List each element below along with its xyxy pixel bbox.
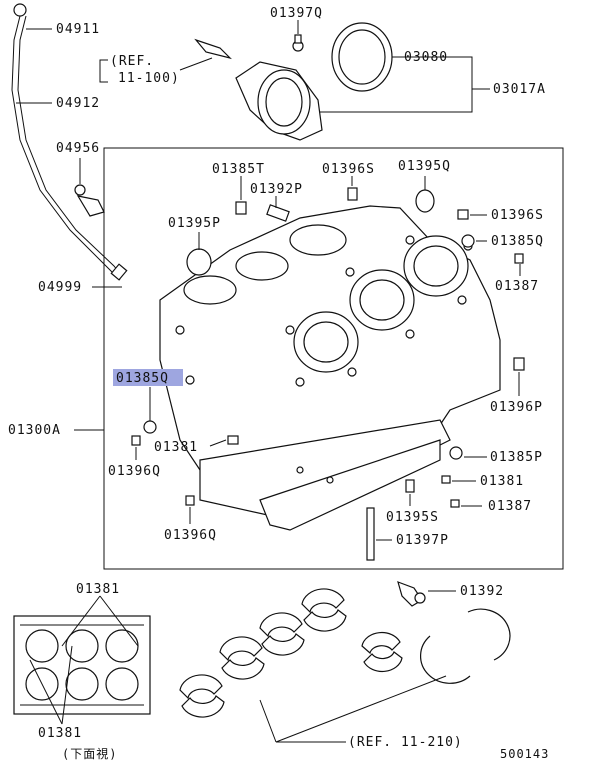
block-bottom-view xyxy=(13,615,151,715)
label-01300a[interactable]: 01300A xyxy=(8,423,61,438)
label-01396s-b[interactable]: 01396S xyxy=(491,208,544,223)
diagram-code: 500143 xyxy=(500,747,549,761)
block-small-parts xyxy=(131,187,525,561)
label-01397q[interactable]: 01397Q xyxy=(270,6,323,21)
pin-01396s-b xyxy=(457,209,469,220)
thrust-washers xyxy=(420,608,511,684)
label-04912[interactable]: 04912 xyxy=(56,96,100,111)
label-01381-a[interactable]: 01381 xyxy=(154,440,198,455)
label-01392[interactable]: 01392 xyxy=(460,584,504,599)
label-04999[interactable]: 04999 xyxy=(38,280,82,295)
label-01381-b[interactable]: 01381 xyxy=(480,474,524,489)
rear-oil-seal xyxy=(331,22,393,92)
main-bearing-shells xyxy=(179,588,403,718)
plug-01385t xyxy=(235,201,247,215)
plug-01385q xyxy=(461,234,475,248)
ref-bottom[interactable]: (REF. 11-210) xyxy=(348,735,463,750)
label-01396p[interactable]: 01396P xyxy=(490,400,543,415)
highlight-box xyxy=(113,369,183,386)
oil-dipstick xyxy=(11,3,128,281)
pin-01387-b xyxy=(450,499,460,508)
plug-01395p xyxy=(186,248,212,276)
pin-01387 xyxy=(514,253,524,264)
label-04956[interactable]: 04956 xyxy=(56,141,100,156)
label-01385q-a[interactable]: 01385Q xyxy=(491,234,544,249)
ref-top-line2[interactable]: 11-100) xyxy=(118,71,180,86)
cylinder-block xyxy=(159,205,501,531)
label-01396s-a[interactable]: 01396S xyxy=(322,162,375,177)
label-03080[interactable]: 03080 xyxy=(404,50,448,65)
pin-01396p xyxy=(513,357,525,371)
label-01387-b[interactable]: 01387 xyxy=(488,499,532,514)
label-04911[interactable]: 04911 xyxy=(56,22,100,37)
pin-01396q-b xyxy=(185,495,195,506)
label-01397p[interactable]: 01397P xyxy=(396,533,449,548)
pin-01396q xyxy=(131,435,141,446)
block-assembly-frame xyxy=(103,147,564,570)
label-01395q-a[interactable]: 01395Q xyxy=(398,159,451,174)
label-01396q-b[interactable]: 01396Q xyxy=(164,528,217,543)
plug-01385p xyxy=(449,446,463,460)
label-01395p[interactable]: 01395P xyxy=(168,216,221,231)
crank-position-sensor xyxy=(397,581,426,607)
plug-01392p xyxy=(266,204,290,222)
label-01381-c[interactable]: 01381 xyxy=(76,582,120,597)
ref-top-line1[interactable]: (REF. xyxy=(110,54,154,69)
pin-01381 xyxy=(227,435,239,445)
label-01395s[interactable]: 01395S xyxy=(386,510,439,525)
bottom-view-caption: (下面視) xyxy=(62,746,117,761)
label-01396q-a[interactable]: 01396Q xyxy=(108,464,161,479)
rear-oil-seal-case xyxy=(194,34,323,141)
label-01385q-highlight[interactable]: 01385Q xyxy=(116,371,169,386)
label-01385t[interactable]: 01385T xyxy=(212,162,265,177)
label-01385p[interactable]: 01385P xyxy=(490,450,543,465)
pin-01396s xyxy=(347,187,358,201)
label-01392p[interactable]: 01392P xyxy=(250,182,303,197)
bolt-01397p xyxy=(366,507,375,561)
label-03017a[interactable]: 03017A xyxy=(493,82,546,97)
label-01387-a[interactable]: 01387 xyxy=(495,279,539,294)
label-01381-d[interactable]: 01381 xyxy=(38,726,82,741)
pin-01395s xyxy=(405,479,415,493)
plug-01385q-highlight xyxy=(143,420,157,434)
pin-01381-b xyxy=(441,475,451,484)
plug-01395q xyxy=(415,189,435,213)
